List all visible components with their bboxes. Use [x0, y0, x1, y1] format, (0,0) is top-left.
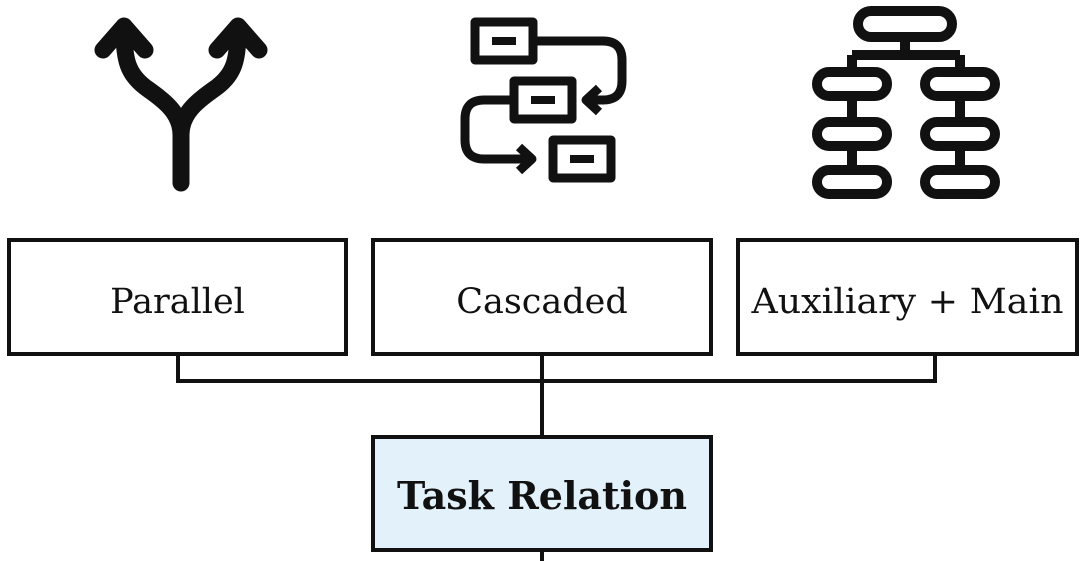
- fork-arrows-icon: [94, 17, 268, 192]
- category-label-parallel: Parallel: [110, 282, 245, 322]
- root-box-background: [371, 435, 713, 552]
- category-box-parallel: Parallel: [7, 238, 348, 356]
- category-label-cascaded: Cascaded: [456, 282, 628, 322]
- hierarchy-tree-icon: [812, 6, 1000, 199]
- category-box-cascaded: Cascaded: [371, 238, 713, 356]
- connector-lines: [176, 354, 937, 561]
- category-box-auxiliary-main: Auxiliary + Main: [736, 238, 1079, 356]
- cascade-flow-icon: [460, 17, 627, 183]
- category-label-auxiliary-main: Auxiliary + Main: [750, 282, 1063, 322]
- root-box-task-relation: Task Relation: [371, 435, 713, 552]
- root-label: Task Relation: [397, 473, 687, 518]
